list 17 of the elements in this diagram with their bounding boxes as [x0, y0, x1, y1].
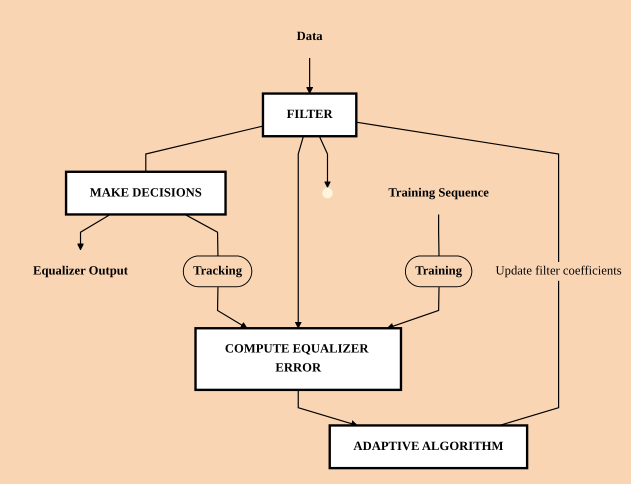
arrow	[318, 136, 331, 188]
node-box	[262, 92, 358, 138]
node-text: Data	[296, 30, 323, 44]
connector	[145, 126, 264, 172]
arrow	[294, 136, 304, 329]
node-text: Training Sequence	[388, 186, 489, 200]
arrow	[306, 58, 314, 94]
arrow	[386, 287, 440, 330]
connector	[356, 122, 560, 426]
block-diagram: Update filter coefficients Data FILTER MAKE DECISIONS Equalizer Output Tracking COMPUTE EQUALIZER ERROR Training Sequence Training ADAPTIVE ALGORITHM	[3, 9, 628, 475]
arrow	[77, 214, 110, 251]
arrow	[216, 287, 248, 329]
node-box	[328, 424, 528, 470]
node-text: Equalizer Output	[33, 264, 128, 278]
connector	[438, 214, 440, 257]
node-box	[194, 327, 402, 392]
node-box	[64, 170, 227, 216]
